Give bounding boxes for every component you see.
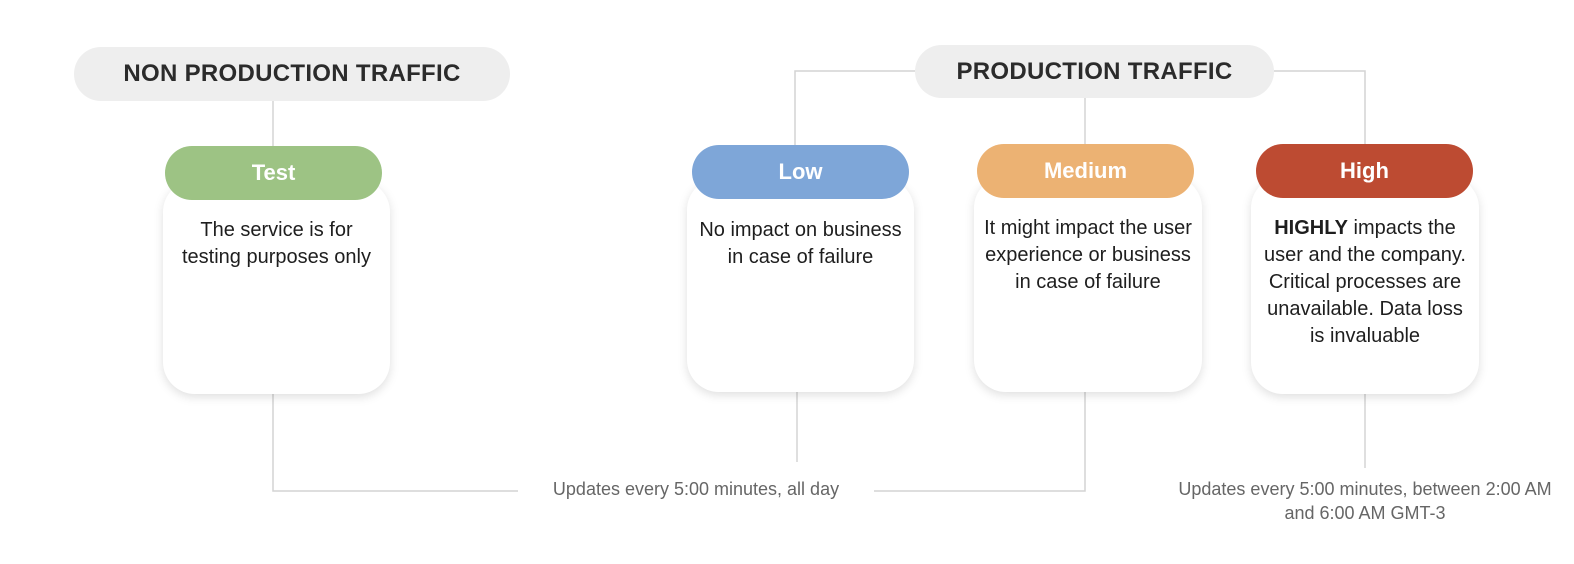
level-badge-test: Test xyxy=(165,146,382,200)
level-badge-high: High xyxy=(1256,144,1473,198)
card-medium-description: It might impact the user experience or b… xyxy=(984,217,1192,293)
card-high: HIGHLY impacts the user and the company.… xyxy=(1251,176,1479,394)
card-high-emphasis: HIGHLY xyxy=(1274,217,1348,239)
group-label-non-production: NON PRODUCTION TRAFFIC xyxy=(74,47,510,101)
update-note-all-day: Updates every 5:00 minutes, all day xyxy=(518,477,874,501)
level-badge-medium: Medium xyxy=(977,144,1194,198)
card-high-description-text: impacts the user and the company. Critic… xyxy=(1264,217,1466,347)
level-badge-low: Low xyxy=(692,145,909,199)
card-test: The service is for testing purposes only xyxy=(163,180,390,394)
card-medium: It might impact the user experience or b… xyxy=(974,176,1202,392)
connector-medium-note xyxy=(874,392,1086,492)
card-low-description: No impact on business in case of failure xyxy=(699,219,902,268)
card-low: No impact on business in case of failure xyxy=(687,178,914,392)
card-high-description: HIGHLY impacts the user and the company.… xyxy=(1261,215,1469,350)
card-test-description: The service is for testing purposes only xyxy=(181,219,371,268)
group-label-production: PRODUCTION TRAFFIC xyxy=(915,45,1274,98)
connector-prod-high xyxy=(1274,70,1366,144)
connector-prod-low xyxy=(794,70,915,145)
update-note-window: Updates every 5:00 minutes, between 2:00… xyxy=(1168,477,1562,525)
connector-test-note xyxy=(272,394,518,492)
